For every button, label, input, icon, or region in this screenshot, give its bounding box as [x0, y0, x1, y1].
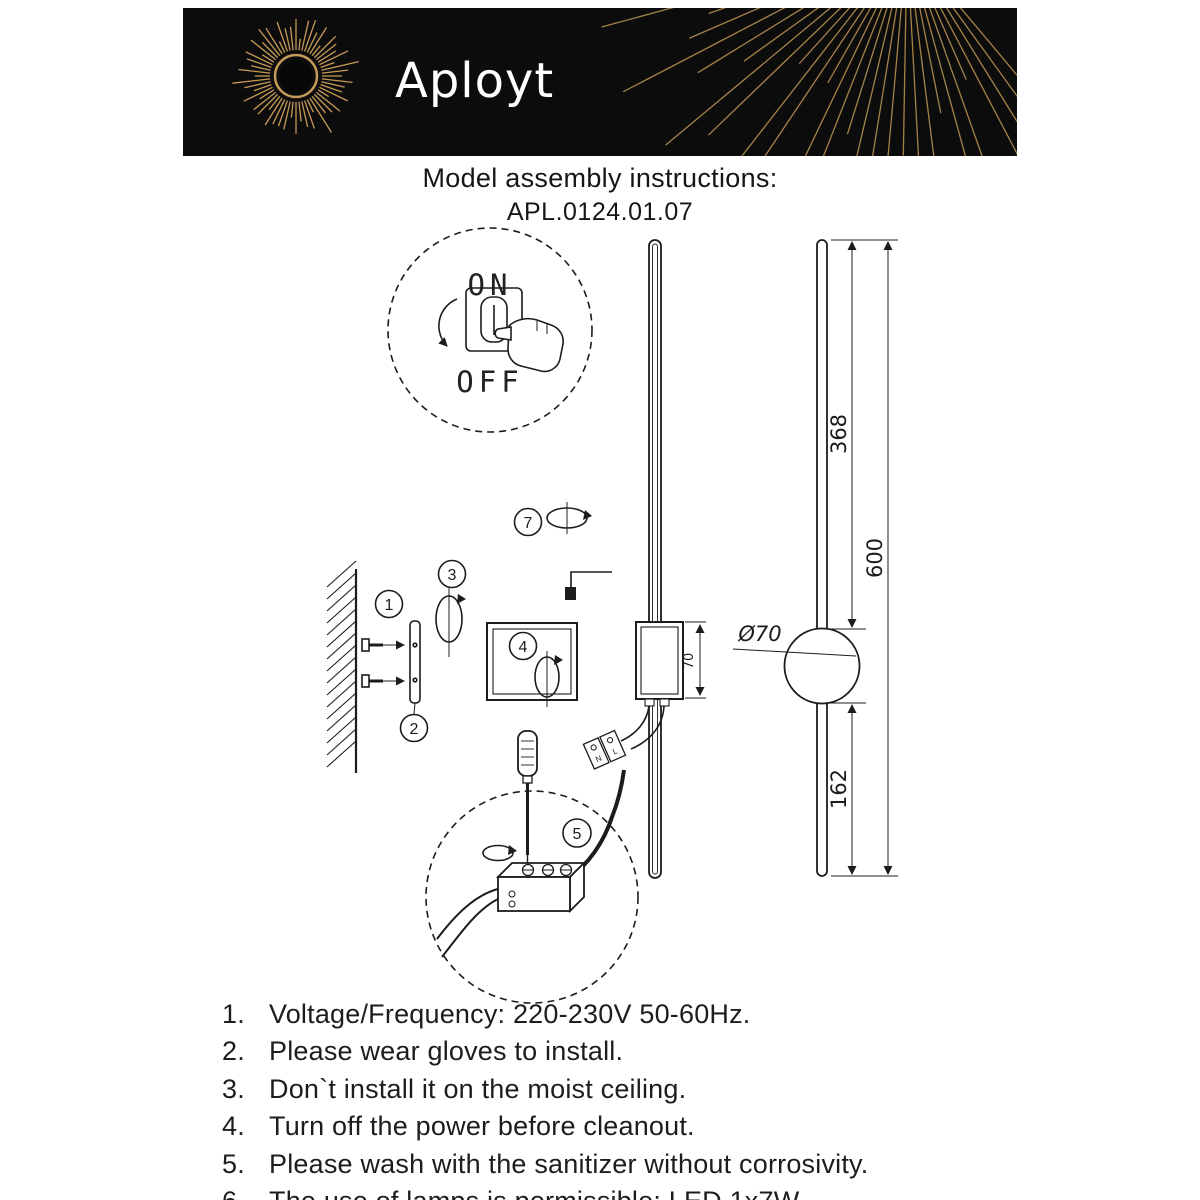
rotate-arrowhead-icon [508, 845, 517, 855]
callout-5: 5 [562, 818, 592, 848]
header-decoration [232, 8, 1017, 156]
lamp-side-view [816, 239, 828, 877]
model-number: APL.0124.01.07 [506, 198, 694, 226]
power-wire [565, 571, 612, 600]
wire-connector: N L [582, 729, 627, 770]
instruction-item: 3. Don`t install it on the moist ceiling… [222, 1071, 868, 1108]
bracket-width-label: 70 [682, 653, 697, 670]
lamp-front-view [648, 239, 662, 879]
item-number: 3. [222, 1073, 245, 1104]
dim-162-label: 162 [827, 769, 851, 809]
item-number: 5. [222, 1148, 245, 1179]
canopy-box: 4 [486, 622, 578, 707]
item-text: Don`t install it on the moist ceiling. [269, 1073, 687, 1104]
wall-section: 1 2 3 [326, 559, 467, 773]
item-number: 1. [222, 999, 245, 1029]
assembly-diagram: ON OFF 7 [326, 227, 898, 1004]
screwdriver-icon [517, 730, 538, 868]
switch-off-label: OFF [456, 365, 523, 399]
screw-top [361, 638, 405, 652]
item-number: 6. [222, 1183, 269, 1200]
brand-header: Aployt [183, 8, 1017, 156]
instruction-item: 5. Please wash with the sanitizer withou… [222, 1146, 868, 1183]
svg-text:3: 3 [448, 567, 457, 584]
item-text: The use of lamps is permissible: LED 1x7… [269, 1183, 806, 1200]
rotate-arrow-icon [438, 298, 458, 347]
svg-text:2: 2 [410, 721, 419, 738]
dim-368-label: 368 [827, 414, 851, 454]
page-title: Model assembly instructions: [422, 163, 778, 193]
instruction-list: 1. Voltage/Frequency: 220-230V 50-60Hz. … [222, 996, 868, 1200]
svg-text:7: 7 [524, 515, 533, 532]
svg-text:1: 1 [385, 597, 394, 614]
rotate-arrowhead-icon [457, 594, 466, 604]
instruction-item: 1. Voltage/Frequency: 220-230V 50-60Hz. [222, 996, 868, 1033]
item-text: Voltage/Frequency: 220-230V 50-60Hz. [269, 999, 751, 1029]
dimension-lines [732, 239, 898, 877]
instruction-item: 2. Please wear gloves to install. [222, 1033, 868, 1070]
item-text: Please wear gloves to install. [269, 1036, 624, 1067]
corner-rays-icon [601, 8, 1017, 156]
mains-wire [436, 888, 499, 940]
switch-on-label: ON [468, 268, 513, 302]
mains-wire [441, 898, 499, 958]
switch-detail: ON OFF [387, 227, 593, 433]
terminal-block [495, 860, 587, 914]
callout-1: 1 [374, 589, 404, 619]
mounting-plate [409, 620, 421, 704]
wiring-detail: 5 [425, 790, 639, 1004]
screw-bottom [361, 674, 405, 688]
bracket-dimension [685, 621, 706, 699]
callout-2: 2 [399, 713, 429, 743]
callout-7: 7 [513, 502, 592, 537]
callout-3: 3 [435, 559, 467, 657]
instruction-item: 4. Turn off the power before cleanout. [222, 1108, 868, 1145]
starburst-logo-icon [232, 19, 359, 134]
dim-diameter-label: Ø70 [737, 622, 781, 646]
rotate-arrowhead-icon [554, 655, 563, 665]
item-number: 4. [222, 1111, 245, 1142]
title-block: Model assembly instructions: APL.0124.01… [0, 163, 1200, 227]
item-text: Please wash with the sanitizer without c… [269, 1148, 869, 1179]
dim-600-label: 600 [863, 538, 887, 578]
instruction-item: 6. The use of lamps is permissible: LED … [222, 1183, 868, 1200]
wall-hatch [326, 560, 357, 768]
brand-name: Aployt [395, 53, 555, 109]
item-number: 2. [222, 1036, 245, 1067]
ball-joint [783, 627, 861, 705]
wire-label-l: L [611, 746, 619, 756]
svg-text:4: 4 [519, 639, 528, 656]
wire-label-n: N [594, 754, 603, 765]
wall-bracket: 70 [635, 621, 706, 707]
item-text: Turn off the power before cleanout. [269, 1111, 695, 1142]
rotate-arrowhead-icon [583, 510, 592, 520]
dimension-view: 368 162 600 Ø70 [732, 239, 898, 877]
svg-text:5: 5 [573, 826, 582, 843]
hand-icon [494, 317, 564, 373]
